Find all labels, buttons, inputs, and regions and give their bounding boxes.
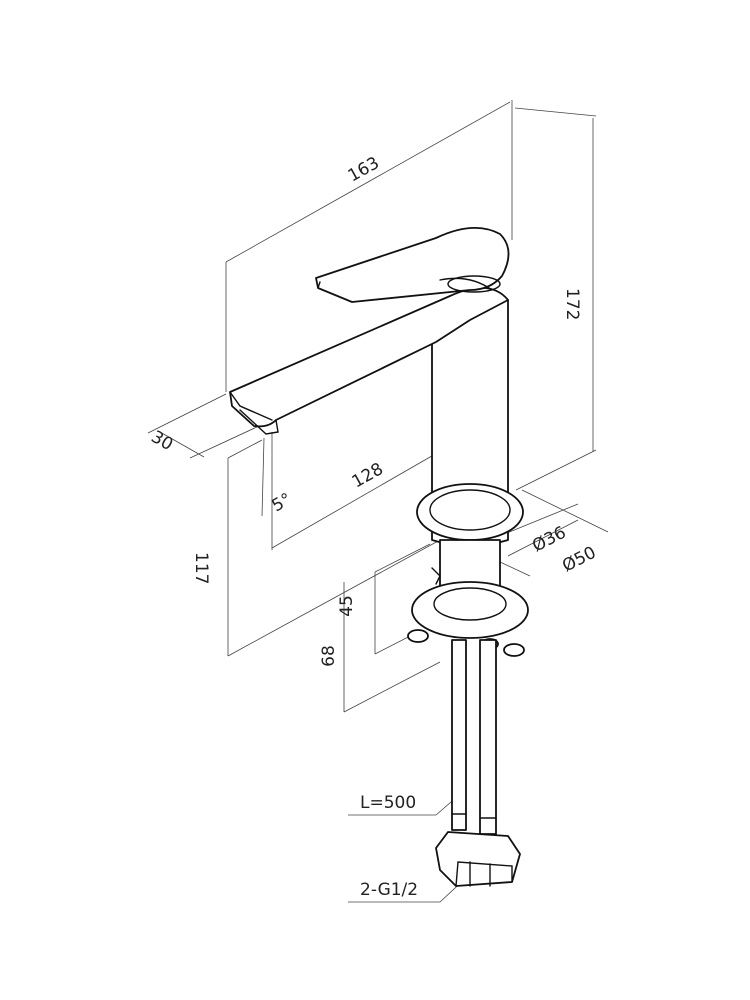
hose-left [451,639,467,831]
stud-right [503,643,525,657]
dim-128: 128 [349,459,387,492]
dim-45: 45 [337,595,357,617]
label-hose-length: L=500 [360,793,416,813]
faucet-body [229,226,529,887]
label-connector: 2-G1/2 [360,880,418,900]
dim-163: 163 [345,153,383,186]
dim-d50: Ø50 [559,543,599,577]
dim-172: 172 [562,288,582,320]
lever-handle [315,226,510,303]
dim-angle: 5° [269,489,296,516]
dimension-lines [147,100,609,903]
mounting-washer [411,581,529,639]
dim-117: 117 [191,552,211,584]
stud-left [407,629,429,643]
connector-nut [435,831,521,887]
hose-right [479,639,497,835]
dim-68: 68 [319,645,339,667]
base-ring [416,483,524,541]
